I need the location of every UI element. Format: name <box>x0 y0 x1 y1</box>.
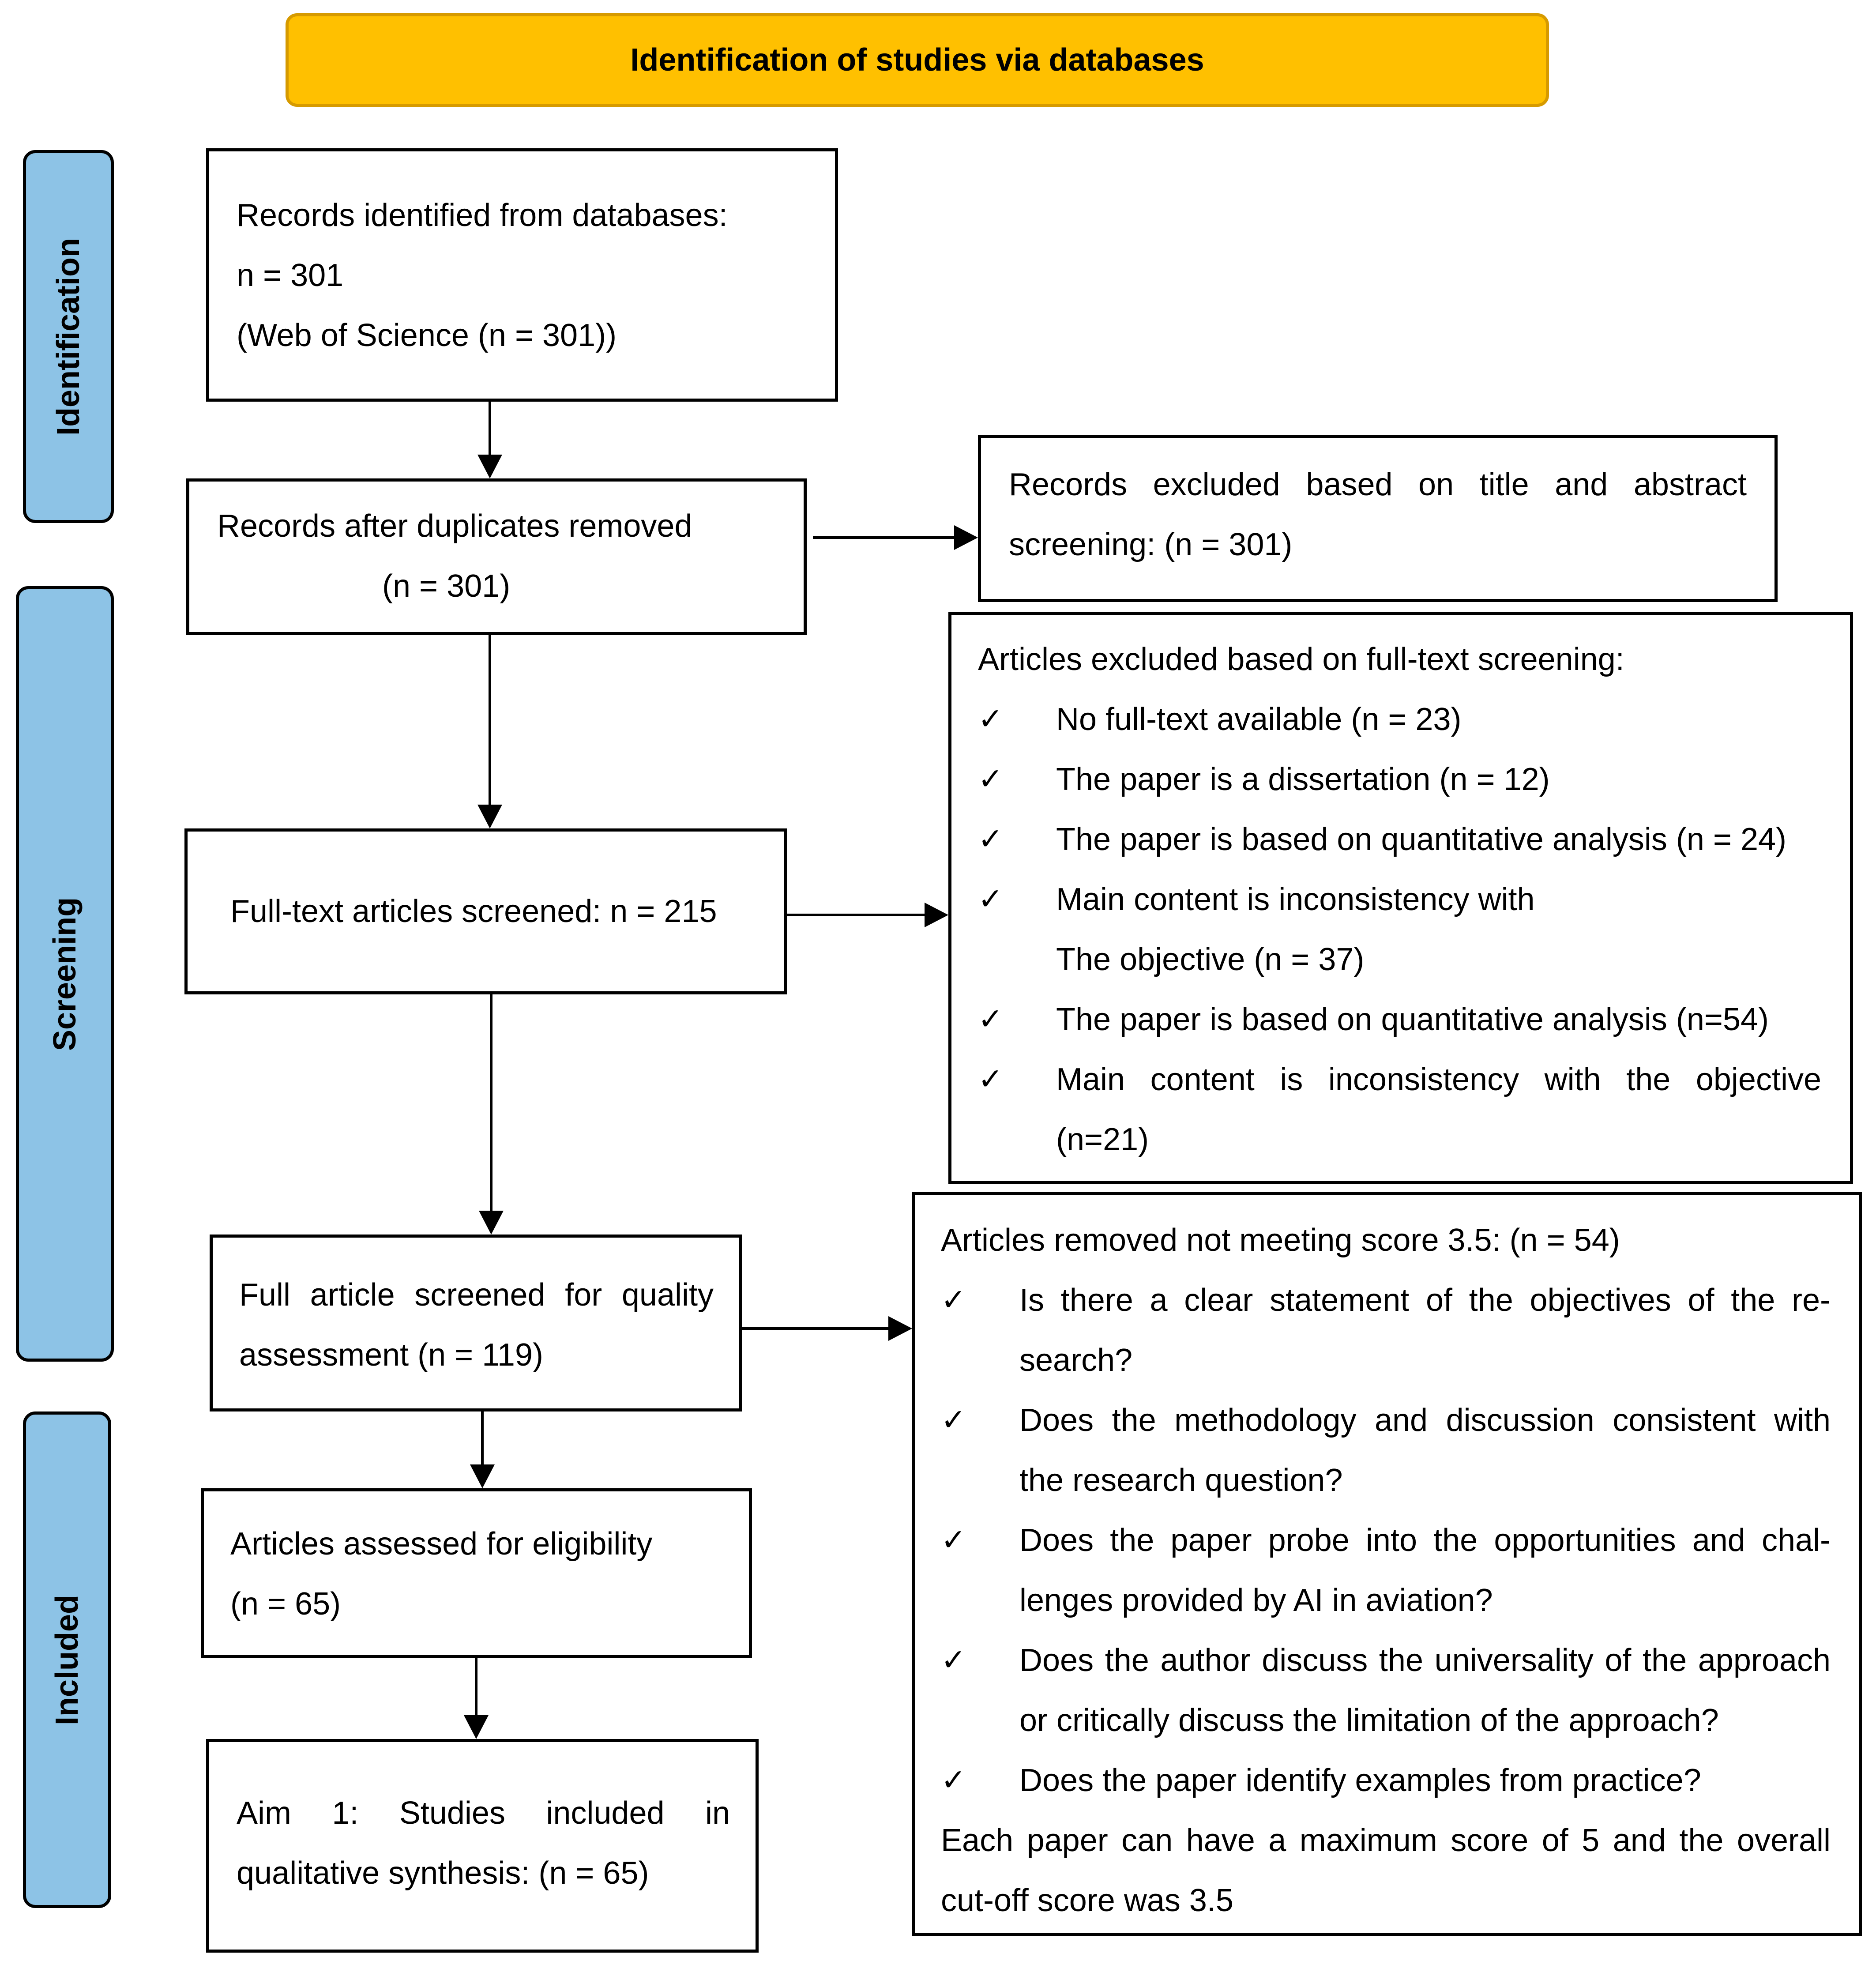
arrowhead <box>954 525 978 550</box>
fulltext-excluded-item-3: The paper is based on quantitative analy… <box>1056 822 1787 857</box>
removed-score-heading: Articles removed not meeting score 3.5: … <box>941 1223 1620 1258</box>
excluded-title-abstract-line1: Records excluded based on title and abst… <box>1009 467 1747 502</box>
phase-screening: Screening <box>16 586 114 1362</box>
removed-score-item-2-line2: the research question? <box>1019 1463 1343 1498</box>
arrowhead <box>464 1715 489 1739</box>
records-identified-line2: n = 301 <box>237 258 344 293</box>
included-studies-line2: qualitative synthesis: (n = 65) <box>237 1856 649 1891</box>
removed-score-item-4-line1: Does the author discuss the universality… <box>1019 1643 1831 1678</box>
fulltext-excluded-item-6-line1: Main content is inconsistency with the o… <box>1056 1062 1821 1097</box>
removed-score-footer-line1: Each paper can have a maximum score of 5… <box>941 1823 1831 1858</box>
eligibility-line2: (n = 65) <box>230 1586 341 1622</box>
fulltext-excluded-heading: Articles excluded based on full-text scr… <box>978 642 1624 677</box>
removed-score-item-5: Does the paper identify examples from pr… <box>1019 1763 1701 1798</box>
removed-score-box <box>912 1192 1862 1936</box>
quality-assessment-box <box>210 1235 742 1411</box>
excluded-title-abstract-box <box>978 435 1778 602</box>
arrowhead <box>925 903 948 927</box>
arrowhead <box>479 1211 504 1235</box>
check-icon: ✓ <box>941 1643 966 1678</box>
duplicates-removed-box <box>186 478 807 635</box>
removed-score-footer-line2: cut-off score was 3.5 <box>941 1883 1233 1918</box>
quality-assessment-line1: Full article screened for quality <box>239 1277 714 1313</box>
duplicates-removed-line2: (n = 301) <box>382 568 511 604</box>
fulltext-screened-box <box>184 828 787 994</box>
records-identified-line1: Records identified from databases: <box>237 198 728 233</box>
removed-score-item-3-line2: lenges provided by AI in aviation? <box>1019 1583 1493 1618</box>
check-icon: ✓ <box>978 822 1003 857</box>
records-identified-box <box>206 148 838 402</box>
included-studies-box <box>206 1739 759 1953</box>
identification-banner: Identification of studies via databases <box>286 13 1549 107</box>
included-studies-line1: Aim 1: Studies included in <box>237 1795 730 1831</box>
phase-identification: Identification <box>23 150 114 523</box>
check-icon: ✓ <box>941 1283 966 1317</box>
removed-score-item-1-line1: Is there a clear statement of the object… <box>1019 1283 1831 1318</box>
fulltext-screened-label: Full-text articles screened: n = 215 <box>230 894 717 929</box>
fulltext-excluded-box <box>948 612 1853 1184</box>
check-icon: ✓ <box>978 882 1003 917</box>
removed-score-item-4-line2: or critically discuss the limitation of … <box>1019 1703 1719 1738</box>
arrowhead <box>470 1464 495 1488</box>
phase-included: Included <box>23 1411 111 1908</box>
fulltext-excluded-item-4-line2: The objective (n = 37) <box>1056 942 1365 977</box>
arrowhead <box>888 1316 912 1341</box>
arrowhead <box>477 805 502 828</box>
check-icon: ✓ <box>978 702 1003 737</box>
fulltext-excluded-item-5: The paper is based on quantitative analy… <box>1056 1002 1769 1037</box>
removed-score-item-1-line2: search? <box>1019 1343 1133 1378</box>
quality-assessment-line2: assessment (n = 119) <box>239 1337 543 1373</box>
removed-score-item-2-line1: Does the methodology and discussion cons… <box>1019 1403 1831 1438</box>
excluded-title-abstract-line2: screening: (n = 301) <box>1009 527 1293 562</box>
removed-score-item-3-line1: Does the paper probe into the opportunit… <box>1019 1523 1831 1558</box>
check-icon: ✓ <box>941 1403 966 1438</box>
check-icon: ✓ <box>978 1002 1003 1037</box>
check-icon: ✓ <box>978 1062 1003 1097</box>
check-icon: ✓ <box>978 762 1003 797</box>
fulltext-excluded-item-1: No full-text available (n = 23) <box>1056 702 1462 737</box>
arrowhead <box>477 455 502 478</box>
fulltext-excluded-item-2: The paper is a dissertation (n = 12) <box>1056 762 1550 797</box>
eligibility-box <box>201 1488 752 1658</box>
fulltext-excluded-item-4-line1: Main content is inconsistency with <box>1056 882 1535 917</box>
check-icon: ✓ <box>941 1523 966 1558</box>
records-identified-line3: (Web of Science (n = 301)) <box>237 318 617 353</box>
check-icon: ✓ <box>941 1763 966 1798</box>
duplicates-removed-line1: Records after duplicates removed <box>217 508 692 544</box>
banner-title: Identification of studies via databases <box>630 42 1204 78</box>
eligibility-line1: Articles assessed for eligibility <box>230 1526 653 1562</box>
fulltext-excluded-item-6-line2: (n=21) <box>1056 1122 1149 1157</box>
